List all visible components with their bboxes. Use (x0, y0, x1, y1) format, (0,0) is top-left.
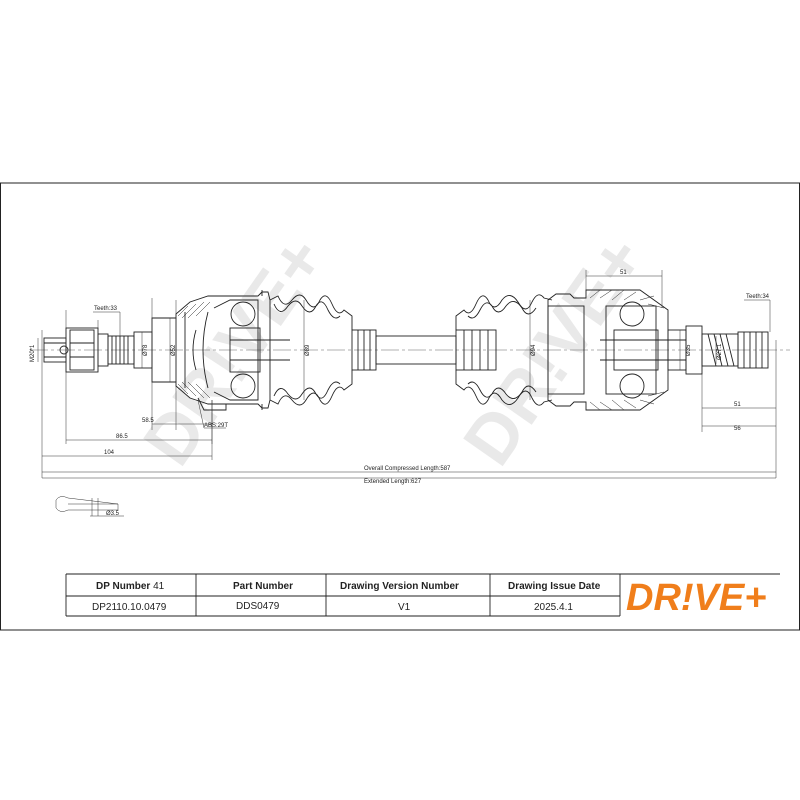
center-shaft (351, 329, 497, 371)
right-stub (667, 325, 769, 375)
extended-length-label: Extended Length:627 (364, 479, 422, 485)
drawing-border (0, 182, 800, 631)
dim-56-right: 56 (734, 426, 741, 432)
brand-logo: DR!VE+ (626, 577, 766, 619)
dim-86-5: 86.5 (116, 434, 128, 440)
inner-boot (455, 294, 553, 406)
dim-51-right: 51 (734, 402, 741, 408)
dia-89-label: Ø89 (305, 344, 311, 356)
dia-27-label: Ø27.1 (717, 343, 723, 360)
dp-number-value: DP2110.10.0479 (92, 602, 167, 613)
issue-date-header: Drawing Issue Date (508, 581, 601, 592)
drive-shaft (43, 289, 769, 411)
dimension-lines (37, 270, 777, 517)
dimension-labels: Teeth:33 Teeth:34 M20*1 Ø78 Ø52 Ø89 Ø94 … (30, 270, 770, 517)
pin-dia-label: Ø3.5 (106, 511, 120, 517)
outer-boot (269, 294, 353, 406)
dia-52-label: Ø52 (171, 344, 177, 356)
overall-length-label: Overall Compressed Length:587 (364, 466, 451, 472)
dia-78-label: Ø78 (143, 344, 149, 356)
dia-94-label: Ø94 (531, 344, 537, 356)
teeth-right-label: Teeth:34 (746, 294, 770, 300)
part-number-value: DDS0479 (236, 601, 280, 612)
teeth-left-label: Teeth:33 (94, 306, 118, 312)
inner-cv-joint (547, 289, 686, 411)
dp-number-header: DP Number 41 (96, 581, 165, 592)
dim-58-5: 58.5 (142, 418, 154, 424)
dim-104: 104 (104, 450, 115, 456)
dim-51-top: 51 (620, 270, 627, 276)
part-number-header: Part Number (233, 581, 293, 592)
dia-35-label: Ø35 (686, 344, 692, 356)
issue-date-value: 2025.4.1 (534, 602, 573, 613)
title-block (65, 573, 780, 617)
abs-label: ABS:29T (204, 423, 228, 429)
version-header: Drawing Version Number (340, 581, 459, 592)
thread-label: M20*1 (30, 344, 36, 362)
version-value: V1 (398, 602, 411, 613)
